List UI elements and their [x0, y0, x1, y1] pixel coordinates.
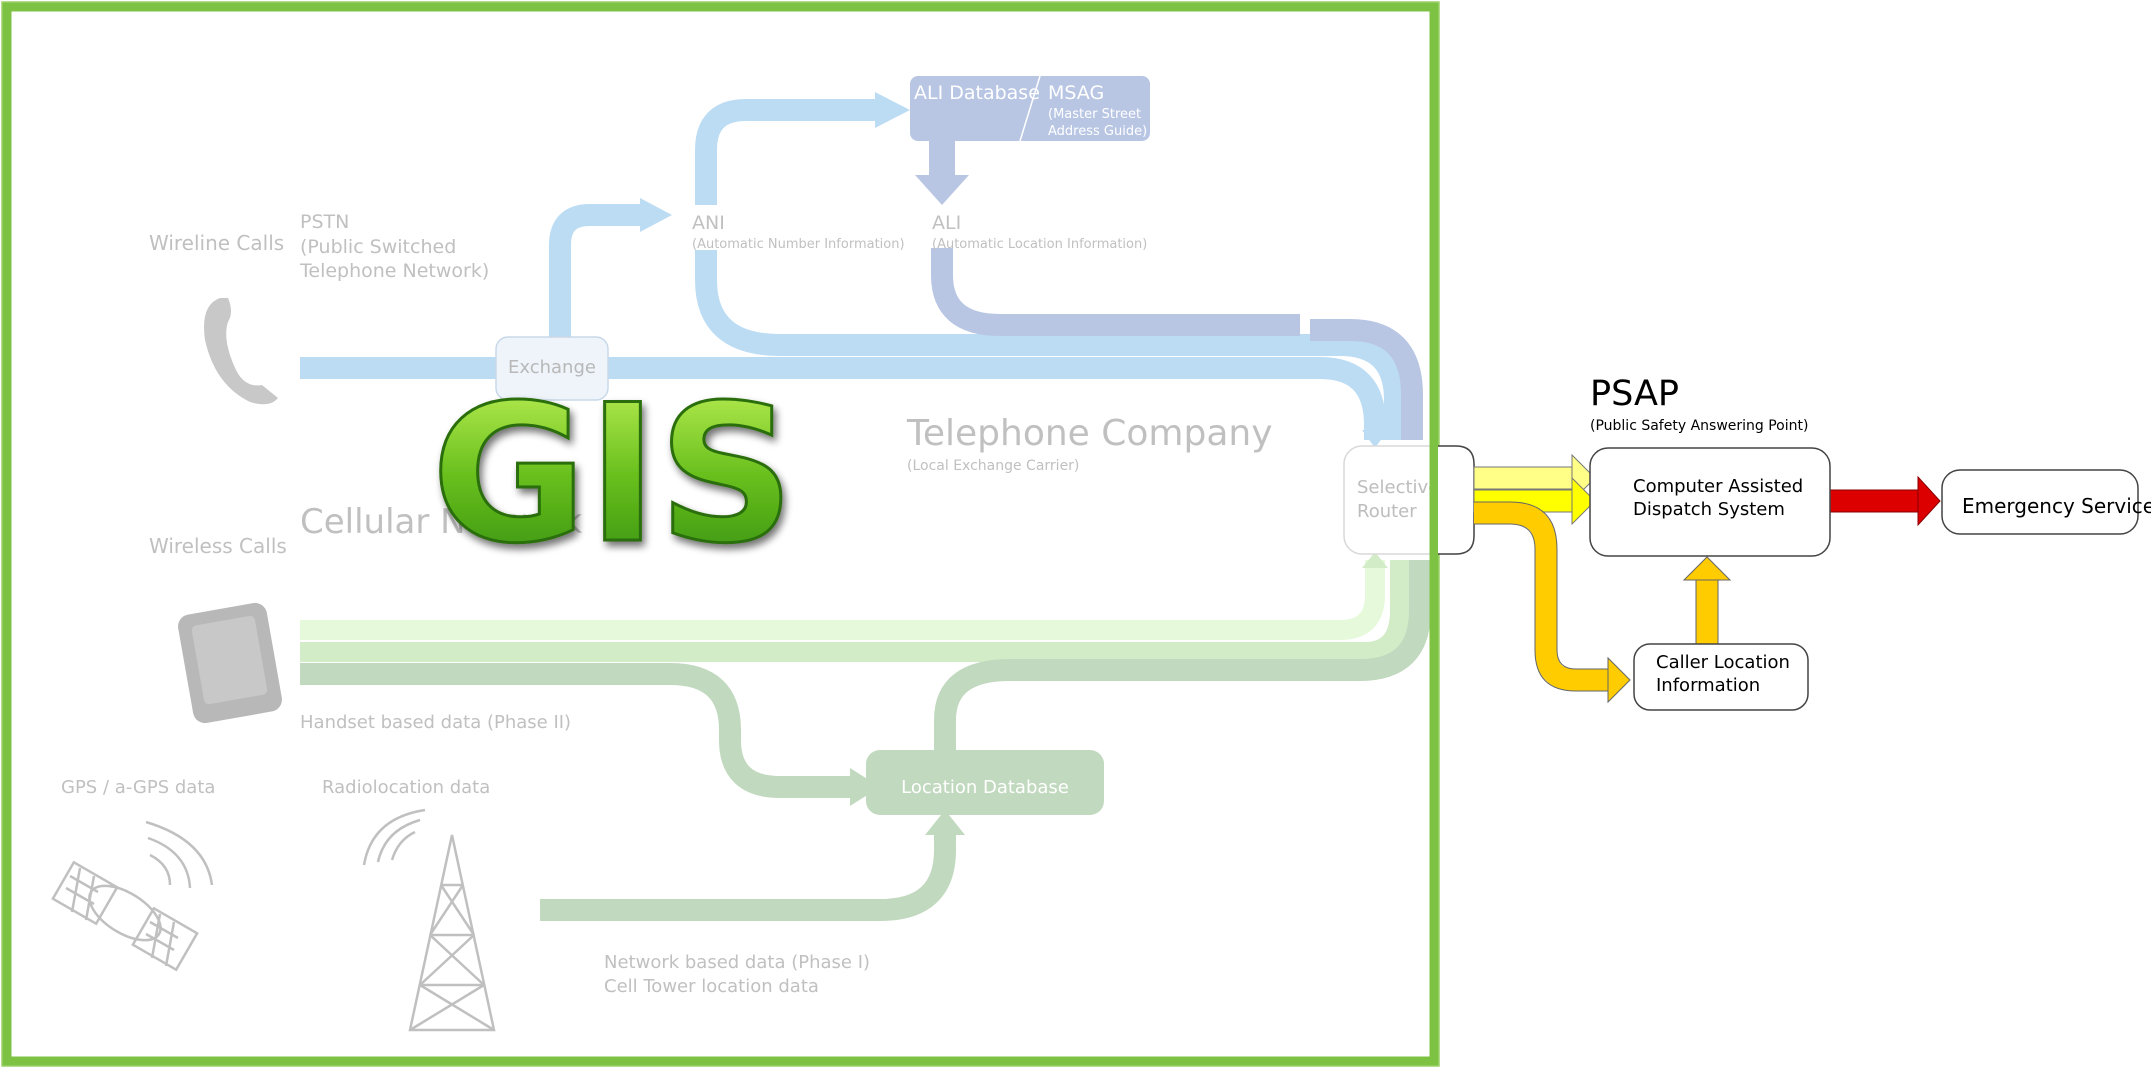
cad-label-2: Dispatch System	[1633, 499, 1785, 520]
handset-data-label: Handset based data (Phase II)	[300, 712, 571, 733]
cellular-network-title: Cellular Network	[300, 502, 582, 542]
psap-section: PSAP (Public Safety Answering Point) Com…	[1473, 374, 2151, 711]
wireless-calls-label: Wireless Calls	[149, 534, 287, 558]
ali-flow-curve	[931, 248, 1300, 336]
msag-sub-1: (Master Street	[1048, 107, 1141, 122]
emergency-service-label: Emergency Service	[1962, 494, 2151, 518]
caller-location-label-2: Information	[1656, 675, 1760, 696]
router-to-caller-location-flow	[1474, 502, 1608, 691]
arrowhead-router-top	[1362, 430, 1388, 448]
caller-location-box	[1633, 643, 1809, 711]
telephone-icon	[204, 298, 278, 405]
arrowhead-location-db-up	[925, 810, 965, 835]
pstn-sub-1: (Public Switched	[300, 236, 456, 258]
wireline-flow	[300, 357, 1386, 440]
selective-router-outer-edge	[1438, 445, 1475, 555]
gis-title: GIS	[431, 364, 795, 585]
location-database-label: Location Database	[901, 777, 1069, 798]
arrowhead-caller-location	[1607, 656, 1631, 704]
msag-label: MSAG	[1048, 82, 1104, 104]
network-data-label-1: Network based data (Phase I)	[604, 952, 870, 973]
gis-frame	[2, 2, 1439, 1066]
arrow-caller-location-to-cad	[1682, 556, 1732, 581]
satellite-icon	[51, 820, 214, 972]
exchange-box	[495, 336, 609, 401]
psap-title: PSAP	[1590, 374, 1679, 414]
network-data-label-2: Cell Tower location data	[604, 976, 819, 997]
location-db-to-router-flow	[934, 560, 1431, 750]
cad-label-1: Computer Assisted	[1633, 476, 1803, 497]
cad-system-box	[1589, 447, 1831, 557]
psap-subtitle: (Public Safety Answering Point)	[1590, 418, 1808, 434]
ani-label: ANI	[692, 212, 725, 234]
selective-router-label-2: Router	[1357, 501, 1417, 522]
arrowhead-location-db	[850, 768, 880, 806]
radiolocation-data-label: Radiolocation data	[322, 777, 490, 798]
arrow-cad-to-emergency	[1917, 475, 1941, 527]
pstn-label: PSTN	[300, 211, 349, 233]
telephone-company-subtitle: (Local Exchange Carrier)	[907, 458, 1079, 474]
ali-down-shaft	[929, 140, 955, 175]
ani-to-router-flow	[695, 250, 1406, 440]
arrowhead-router-bottom	[1362, 552, 1388, 568]
ani-sub-label: (Automatic Number Information)	[692, 237, 905, 252]
pstn-sub-2: Telephone Network)	[299, 260, 489, 282]
ali-sub-label: (Automatic Location Information)	[932, 237, 1147, 252]
arrowhead-ali	[915, 175, 969, 205]
exchange-label: Exchange	[508, 357, 596, 378]
emergency-service-box	[1941, 469, 2139, 535]
arrowhead-ani	[640, 198, 672, 232]
selective-router-label-1: Selective	[1357, 477, 1439, 498]
gps-data-label: GPS / a-GPS data	[61, 777, 215, 798]
arrow-router-to-cad	[1571, 476, 1596, 526]
wireline-calls-label: Wireline Calls	[149, 231, 284, 255]
ali-label: ALI	[932, 212, 961, 234]
mobile-phone-icon	[178, 602, 282, 724]
ali-database-label: ALI Database	[914, 82, 1040, 104]
radio-tower-icon	[362, 808, 496, 1032]
arrowhead-ali-db	[875, 92, 910, 128]
wireless-flow-mid	[300, 560, 1410, 662]
telephone-company-title: Telephone Company	[906, 413, 1273, 454]
handset-to-location-db-flow	[300, 663, 850, 798]
ali-to-router-flow	[1310, 319, 1423, 440]
tower-to-location-db-flow	[540, 832, 956, 921]
wireless-flow-light	[300, 560, 1385, 640]
msag-sub-2: Address Guide)	[1048, 124, 1147, 139]
ani-to-ali-db-flow	[695, 99, 875, 205]
exchange-to-ani-flow	[549, 204, 640, 340]
telco-section: ALI Database MSAG (Master Street Address…	[51, 75, 1475, 1032]
caller-location-label-1: Caller Location	[1656, 652, 1790, 673]
location-database-box	[866, 750, 1104, 815]
